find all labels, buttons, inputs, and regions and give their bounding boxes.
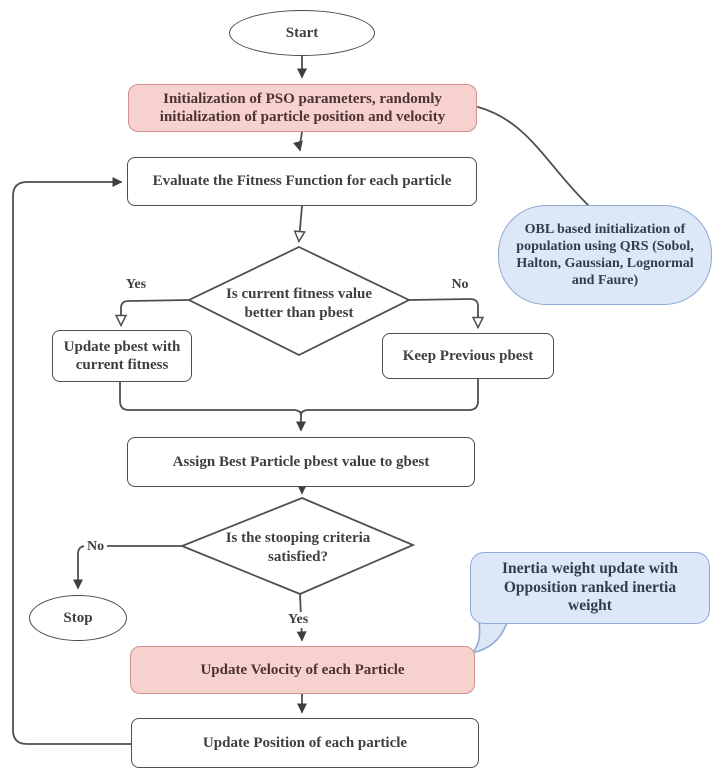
connector-evaluate-to-fitness-decision bbox=[299, 205, 302, 240]
init-pso-node: Initialization of PSO parameters, random… bbox=[128, 84, 477, 132]
obl-initialization-callout: OBL based initialization of population u… bbox=[498, 205, 712, 305]
stopping-no-label: No bbox=[84, 539, 108, 555]
update-velocity-node: Update Velocity of each Particle bbox=[130, 646, 475, 694]
start-node: Start bbox=[229, 10, 375, 56]
fitness-yes-label: Yes bbox=[125, 277, 147, 292]
connector-merge-right bbox=[300, 378, 479, 416]
stop-node: Stop bbox=[29, 595, 127, 641]
update-position-node: Update Position of each particle bbox=[131, 718, 479, 768]
connector-merge-left bbox=[119, 381, 302, 416]
stopping-decision-shape bbox=[179, 497, 416, 595]
fitness-no-label: No bbox=[451, 277, 469, 292]
inertia-weight-callout: Inertia weight update with Opposition ra… bbox=[470, 552, 710, 624]
stopping-yes-label: Yes bbox=[285, 612, 312, 628]
connector-fitness-yes bbox=[121, 299, 190, 324]
connector-fitness-no bbox=[408, 298, 478, 326]
inertia-callout-tail bbox=[469, 619, 510, 655]
update-pbest-node: Update pbest with current fitness bbox=[52, 330, 192, 382]
connector-loopback-to-evaluate bbox=[12, 177, 132, 745]
fitness-decision-label: Is current fitness value better than pbe… bbox=[226, 286, 372, 321]
connector-init-to-obl-callout bbox=[477, 106, 589, 206]
connector-init-to-evaluate bbox=[293, 131, 303, 152]
stopping-decision-label: Is the stooping criteria satisfied? bbox=[225, 530, 371, 565]
assign-gbest-node: Assign Best Particle pbest value to gbes… bbox=[127, 437, 475, 487]
fitness-decision-shape bbox=[186, 246, 412, 357]
keep-pbest-node: Keep Previous pbest bbox=[382, 333, 554, 379]
evaluate-fitness-node: Evaluate the Fitness Function for each p… bbox=[127, 157, 477, 206]
